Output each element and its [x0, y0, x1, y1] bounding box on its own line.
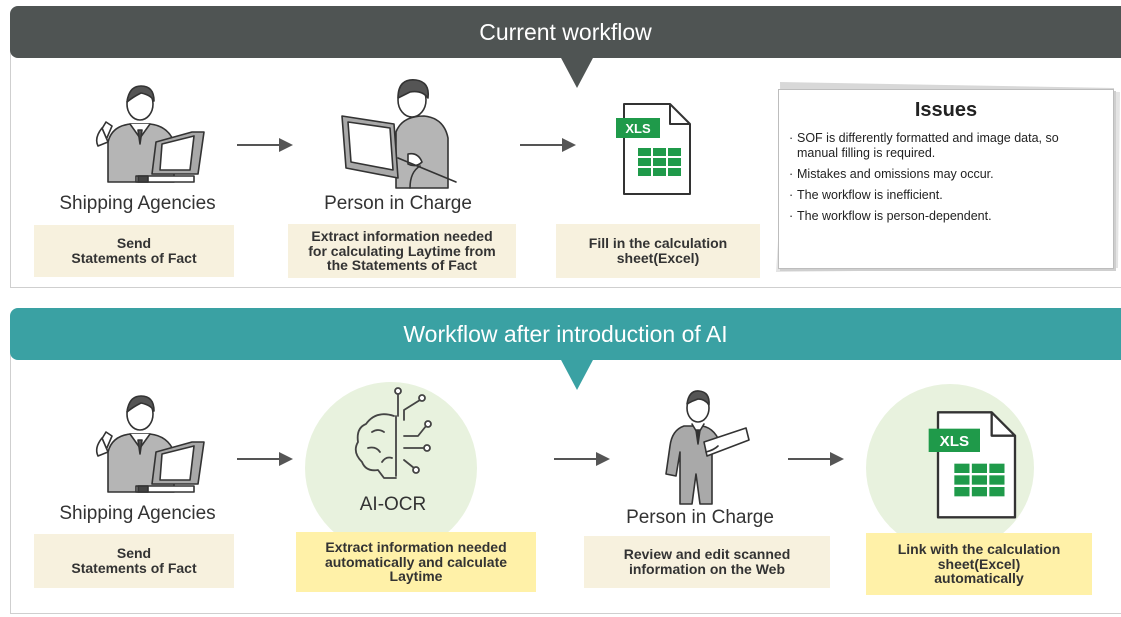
arrow-right-icon	[554, 452, 610, 466]
ai-workflow-title: Workflow after introduction of AI	[403, 321, 728, 347]
issues-title: Issues	[914, 99, 978, 121]
issue-item: The workflow is person-dependent.	[789, 209, 1089, 224]
ai-workflow-header: Workflow after introduction of AI	[10, 308, 1121, 390]
step-box: Link with the calculation sheet(Excel) a…	[866, 533, 1092, 595]
step-box: Send Statements of Fact	[34, 534, 234, 588]
step-name: Shipping Agencies	[59, 193, 216, 214]
arrow-right-icon	[788, 452, 844, 466]
step-name: Person in Charge	[324, 193, 472, 214]
person-tablet-icon	[665, 390, 750, 505]
xls-file-icon: XLS	[928, 411, 1017, 519]
issue-item: The workflow is inefficient.	[789, 188, 1089, 203]
header-pointer	[560, 358, 594, 390]
businessman-laptop-icon	[95, 85, 205, 183]
issues-card: Issues SOF is differently formatted and …	[778, 89, 1114, 269]
step-box: Extract information needed automatically…	[296, 532, 536, 592]
arrow-right-icon	[237, 138, 293, 152]
person-computer-icon	[341, 79, 457, 189]
header-pointer	[560, 56, 594, 88]
step-box: Fill in the calculation sheet(Excel)	[556, 224, 760, 278]
brain-circuit-icon	[354, 387, 432, 479]
businessman-laptop-icon	[95, 395, 205, 493]
arrow-right-icon	[237, 452, 293, 466]
step-name: Person in Charge	[626, 507, 774, 528]
current-workflow-header: Current workflow	[10, 6, 1121, 88]
step-name: AI-OCR	[359, 494, 427, 515]
issue-item: SOF is differently formatted and image d…	[789, 131, 1089, 161]
ai-ocr-circle	[305, 382, 477, 554]
step-box: Review and edit scanned information on t…	[584, 536, 830, 588]
step-box: Send Statements of Fact	[34, 225, 234, 277]
current-workflow-title: Current workflow	[479, 19, 652, 45]
issue-item: Mistakes and omissions may occur.	[789, 167, 1089, 182]
xls-file-icon: XLS	[616, 103, 691, 195]
svg-text:XLS: XLS	[625, 121, 651, 136]
svg-text:XLS: XLS	[940, 433, 969, 450]
arrow-right-icon	[520, 138, 576, 152]
step-name: Shipping Agencies	[59, 503, 216, 524]
step-box: Extract information needed for calculati…	[288, 224, 516, 278]
issues-list: SOF is differently formatted and image d…	[789, 131, 1089, 230]
